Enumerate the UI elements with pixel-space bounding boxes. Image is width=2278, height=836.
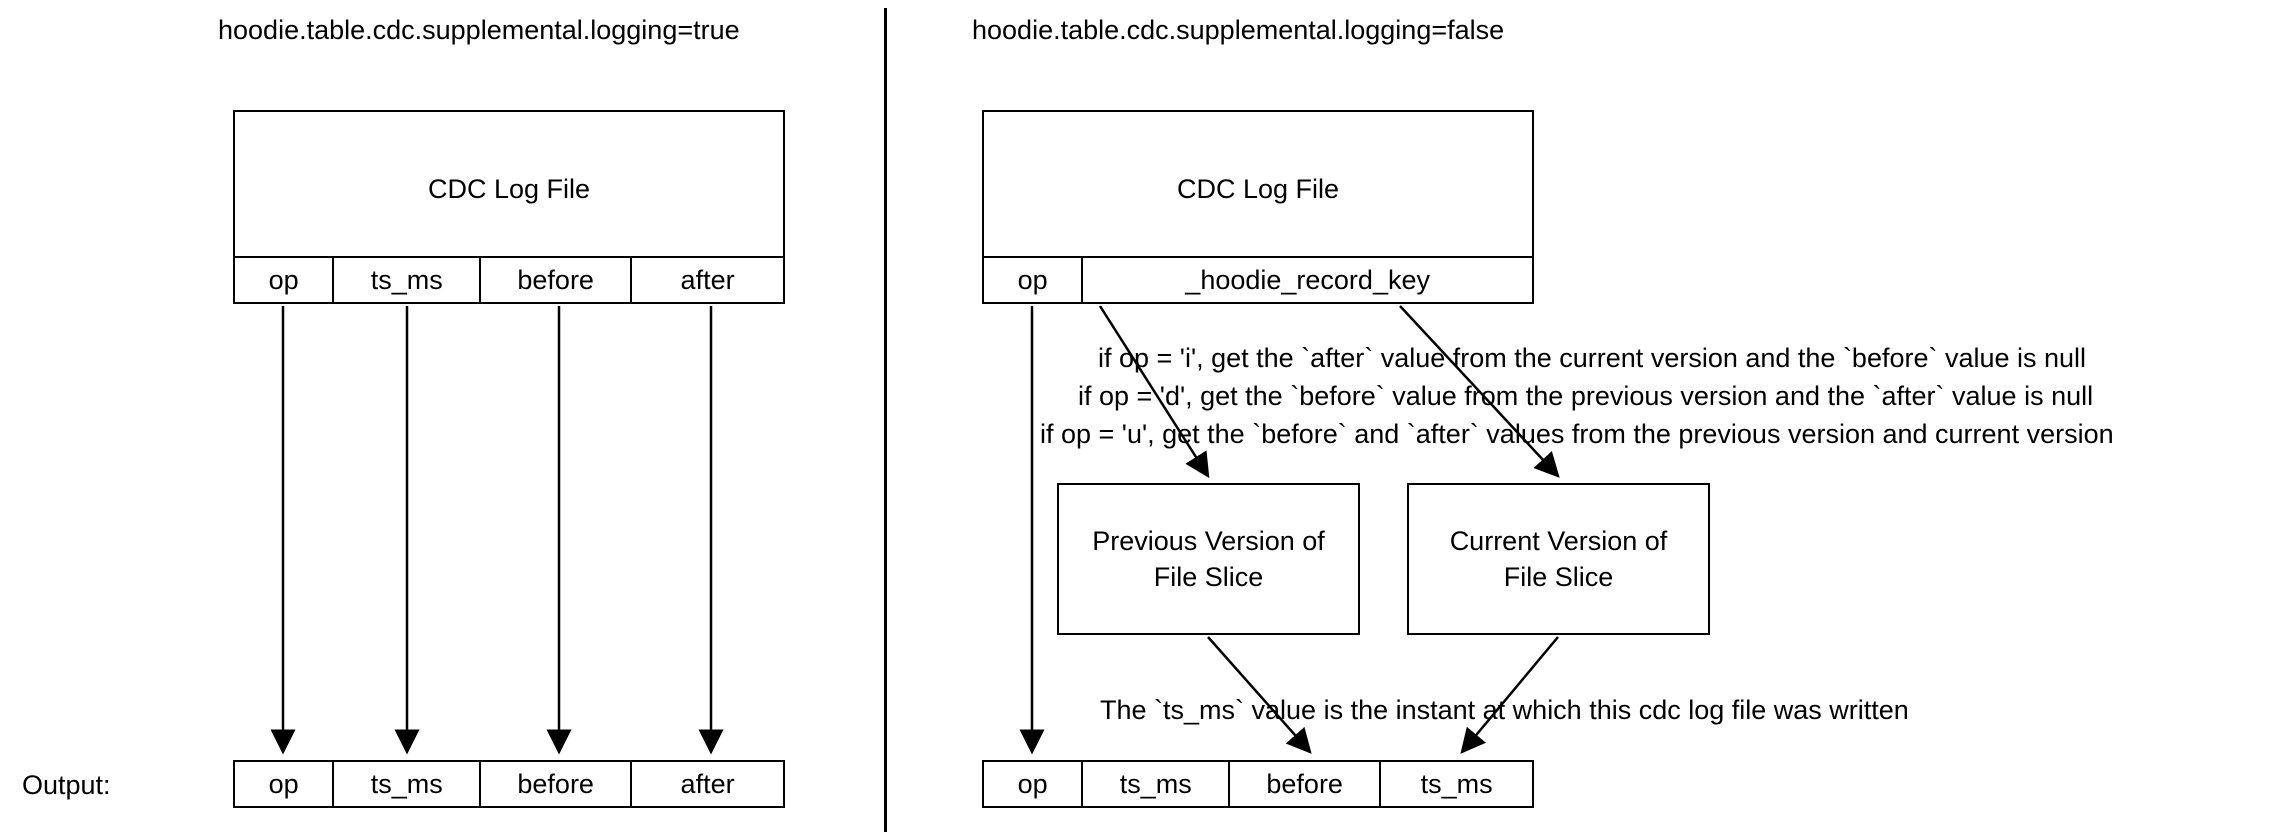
right-cdc-log-file-box: CDC Log File [982,110,1534,268]
right-schema-cell-hoodie-record-key: _hoodie_record_key [1185,264,1430,295]
left-schema-cell-before: before [481,258,633,302]
left-schema-cell-op: op [235,258,335,302]
left-output-cell-op: op [235,762,335,806]
current-version-file-slice-box: Current Version of File Slice [1407,483,1710,635]
right-cdc-log-file-label: CDC Log File [1176,173,1340,204]
left-cdc-log-file-box: CDC Log File [233,110,785,268]
left-output-cell-after: after [680,768,735,799]
right-panel-title: hoodie.table.cdc.supplemental.logging=fa… [972,15,1505,45]
left-output-cell-before: before [481,762,633,806]
left-output-row: op ts_ms before after [233,760,785,808]
left-schema-row: op ts_ms before after [233,256,785,304]
left-schema-cell-ts-ms: ts_ms [334,258,482,302]
left-output-cell-ts-ms: ts_ms [334,762,482,806]
panel-divider [884,8,887,832]
previous-version-file-slice-box: Previous Version of File Slice [1057,483,1360,635]
current-version-line1: Current Version of [1449,526,1668,556]
rule-note-update: if op = 'u', get the `before` and `after… [1040,419,2114,449]
right-output-cell-before: before [1230,762,1382,806]
rule-note-delete: if op = 'd', get the `before` value from… [1078,381,2094,411]
left-schema-cell-after: after [680,264,735,295]
rule-note-insert: if op = 'i', get the `after` value from … [1098,343,2087,373]
ts-ms-note: The `ts_ms` value is the instant at whic… [1100,695,1909,725]
right-output-row: op ts_ms before ts_ms [982,760,1534,808]
right-output-cell-ts-ms-2: ts_ms [1420,768,1493,799]
right-schema-cell-op: op [984,258,1084,302]
right-output-cell-op: op [984,762,1084,806]
previous-version-line1: Previous Version of [1092,526,1325,556]
previous-version-line2: File Slice [1153,562,1264,592]
right-schema-row: op _hoodie_record_key [982,256,1534,304]
right-output-cell-ts-ms-1: ts_ms [1083,762,1231,806]
current-version-line2: File Slice [1503,562,1614,592]
left-panel-title: hoodie.table.cdc.supplemental.logging=tr… [218,15,740,45]
left-cdc-log-file-label: CDC Log File [427,173,591,204]
output-label: Output: [22,770,111,800]
left-column-arrows [270,306,724,755]
